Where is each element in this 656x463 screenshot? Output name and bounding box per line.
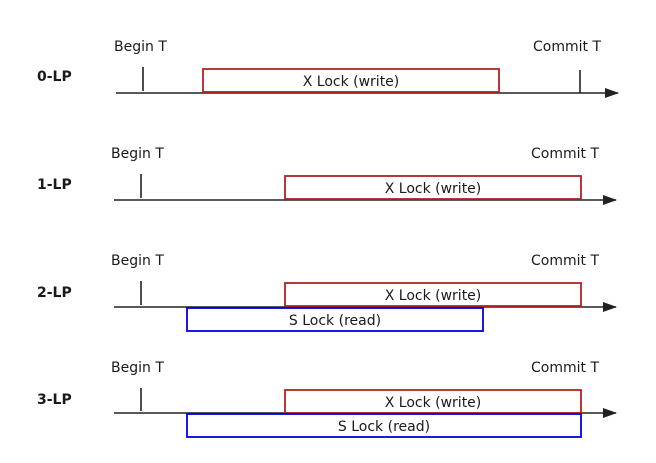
x-lock-box [202,68,500,93]
x-lock-label: X Lock (write) [303,74,400,90]
level-label: 3-LP [37,392,72,408]
row-1-lp: 1-LP Begin T Commit T X Lock (write) [37,146,617,205]
commit-label: Commit T [531,360,599,376]
x-lock-label: X Lock (write) [385,288,482,304]
s-lock-label: S Lock (read) [289,313,381,329]
commit-label: Commit T [533,39,601,55]
x-lock-box [284,389,582,414]
x-lock-box [284,282,582,307]
s-lock-box [186,413,582,438]
commit-label: Commit T [531,253,599,269]
begin-label: Begin T [111,253,164,269]
x-lock-label: X Lock (write) [385,395,482,411]
commit-label: Commit T [531,146,599,162]
row-2-lp: 2-LP Begin T Commit T X Lock (write) S L… [37,253,617,332]
s-lock-label: S Lock (read) [338,419,430,435]
x-lock-box [284,175,582,200]
level-label: 2-LP [37,285,72,301]
s-lock-box [186,307,484,332]
row-0-lp: 0-LP Begin T Commit T X Lock (write) [37,39,619,98]
level-label: 0-LP [37,69,72,85]
x-lock-label: X Lock (write) [385,181,482,197]
row-3-lp: 3-LP Begin T Commit T X Lock (write) S L… [37,360,617,438]
begin-label: Begin T [111,360,164,376]
begin-label: Begin T [111,146,164,162]
level-label: 1-LP [37,177,72,193]
begin-label: Begin T [114,39,167,55]
